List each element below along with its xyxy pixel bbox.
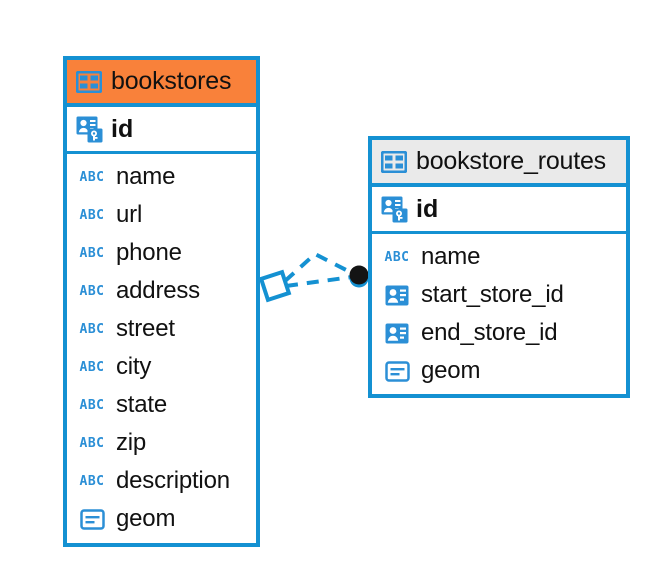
- abc-icon: ABC: [79, 397, 105, 413]
- field-row[interactable]: ABC description: [67, 462, 256, 500]
- abc-icon: ABC: [79, 169, 105, 185]
- primary-key-icon: [76, 116, 103, 143]
- primary-key-icon: [381, 196, 408, 223]
- entity-primary-key-row[interactable]: id: [67, 107, 256, 154]
- primary-key-label: id: [416, 194, 439, 223]
- field-label: name: [116, 163, 176, 190]
- abc-icon: ABC: [79, 245, 105, 261]
- field-row[interactable]: start_store_id: [372, 276, 626, 314]
- entity-title: bookstore_routes: [416, 147, 606, 175]
- table-icon: [76, 70, 102, 93]
- entity-field-list: ABC name ABC url ABC phone ABC address A…: [67, 154, 256, 542]
- field-row[interactable]: geom: [67, 500, 256, 538]
- relationship-diamond-endpoint: [258, 269, 292, 303]
- abc-icon: ABC: [79, 321, 105, 337]
- entity-header-bookstores: bookstores: [67, 60, 256, 107]
- entity-primary-key-row[interactable]: id: [372, 187, 626, 234]
- field-label: description: [116, 467, 230, 494]
- field-label: start_store_id: [421, 281, 564, 308]
- relationship-line-peaked: [283, 251, 353, 283]
- field-label: geom: [421, 357, 481, 384]
- abc-icon: ABC: [384, 249, 410, 265]
- abc-icon: ABC: [79, 207, 105, 223]
- field-row[interactable]: ABC phone: [67, 234, 256, 272]
- abc-icon: ABC: [79, 359, 105, 375]
- field-label: url: [116, 201, 143, 228]
- abc-icon: ABC: [79, 473, 105, 489]
- entity-bookstore-routes[interactable]: bookstore_routes id: [368, 136, 630, 398]
- field-row[interactable]: ABC name: [372, 238, 626, 276]
- field-row[interactable]: end_store_id: [372, 314, 626, 352]
- field-label: state: [116, 391, 168, 418]
- field-label: street: [116, 315, 175, 342]
- field-label: end_store_id: [421, 319, 558, 346]
- field-label: phone: [116, 239, 182, 266]
- field-row[interactable]: ABC address: [67, 272, 256, 310]
- primary-key-label: id: [111, 114, 134, 143]
- geometry-icon: [382, 360, 412, 382]
- geometry-icon: [77, 508, 107, 530]
- entity-header-bookstore-routes: bookstore_routes: [372, 140, 626, 187]
- entity-field-list: ABC name start_store_id: [372, 234, 626, 394]
- field-label: name: [421, 243, 481, 270]
- foreign-key-icon: [382, 285, 412, 306]
- field-row[interactable]: ABC state: [67, 386, 256, 424]
- field-row[interactable]: ABC name: [67, 158, 256, 196]
- relationship-line-straight: [285, 275, 353, 288]
- field-label: zip: [116, 429, 147, 456]
- field-row[interactable]: ABC zip: [67, 424, 256, 462]
- field-label: geom: [116, 505, 176, 532]
- field-row[interactable]: ABC url: [67, 196, 256, 234]
- abc-icon: ABC: [79, 435, 105, 451]
- relationship-circle-endpoint: [349, 265, 369, 288]
- field-row[interactable]: ABC city: [67, 348, 256, 386]
- field-label: address: [116, 277, 200, 304]
- entity-bookstores[interactable]: bookstores id: [63, 56, 260, 547]
- abc-icon: ABC: [79, 283, 105, 299]
- field-row[interactable]: geom: [372, 352, 626, 390]
- field-label: city: [116, 353, 152, 380]
- foreign-key-icon: [382, 323, 412, 344]
- field-row[interactable]: ABC street: [67, 310, 256, 348]
- table-icon: [381, 150, 407, 173]
- entity-title: bookstores: [111, 67, 232, 95]
